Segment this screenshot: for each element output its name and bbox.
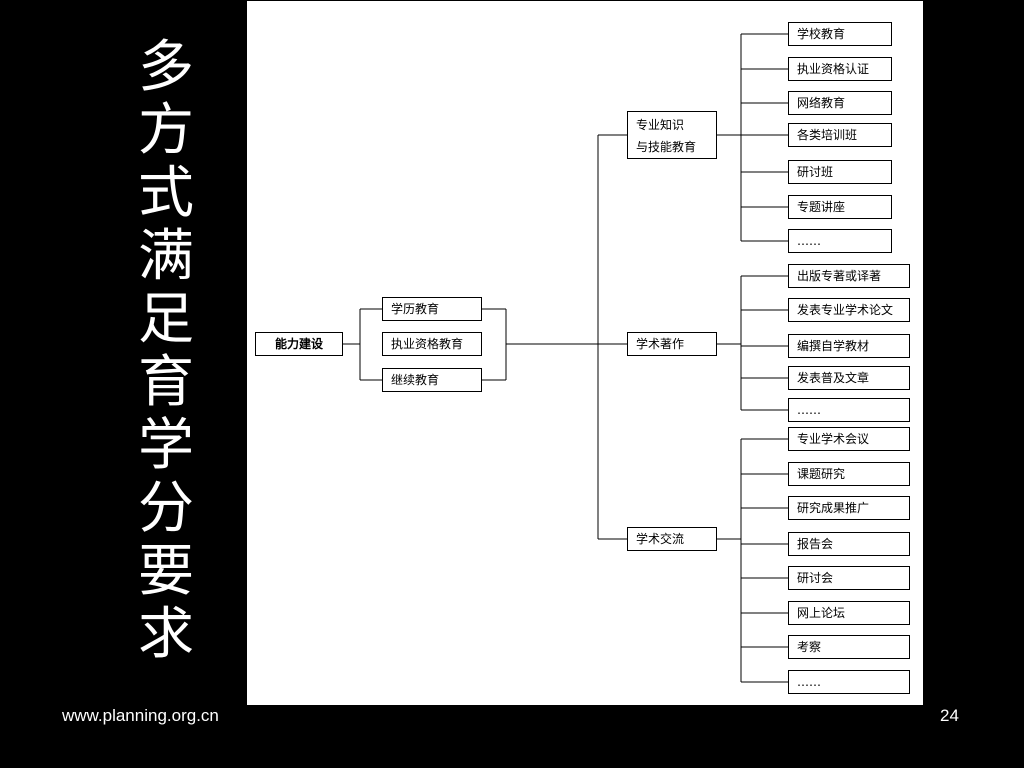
leaf-node: 报告会 <box>788 532 910 556</box>
root-node: 能力建设 <box>255 332 343 356</box>
leaf-node: …… <box>788 398 910 422</box>
leaf-node: 研究成果推广 <box>788 496 910 520</box>
node-line: 专业知识 <box>636 118 685 132</box>
leaf-node: 专题讲座 <box>788 195 892 219</box>
slide-title: 多 方 式 满 足 育 学 分 要 求 <box>118 36 214 666</box>
level2-node-knowledge: 专业知识 与技能教育 <box>627 111 717 159</box>
leaf-node: 发表专业学术论文 <box>788 298 910 322</box>
leaf-node: 学校教育 <box>788 22 892 46</box>
node-line: 与技能教育 <box>636 140 697 154</box>
leaf-node: 课题研究 <box>788 462 910 486</box>
title-char: 求 <box>138 602 194 667</box>
title-char: 多 <box>138 35 194 100</box>
leaf-node: 编撰自学教材 <box>788 334 910 358</box>
level1-node: 继续教育 <box>382 368 482 392</box>
level2-node-exchange: 学术交流 <box>627 527 717 551</box>
leaf-node: 网络教育 <box>788 91 892 115</box>
leaf-node: 研讨班 <box>788 160 892 184</box>
level2-node-works: 学术著作 <box>627 332 717 356</box>
leaf-node: 研讨会 <box>788 566 910 590</box>
title-char: 方 <box>138 98 194 163</box>
title-char: 足 <box>138 287 194 352</box>
title-char: 要 <box>138 539 194 604</box>
level1-node: 执业资格教育 <box>382 332 482 356</box>
leaf-node: 出版专著或译著 <box>788 264 910 288</box>
leaf-node: …… <box>788 229 892 253</box>
title-char: 学 <box>138 413 194 478</box>
footer-url: www.planning.org.cn <box>62 706 219 725</box>
leaf-node: 网上论坛 <box>788 601 910 625</box>
connector-lines <box>343 33 788 683</box>
leaf-node: 考察 <box>788 635 910 659</box>
page-number: 24 <box>940 706 959 725</box>
title-char: 育 <box>138 350 194 415</box>
leaf-node: 专业学术会议 <box>788 427 910 451</box>
diagram-canvas: 能力建设 学历教育 执业资格教育 继续教育 专业知识 与技能教育 学术著作 学术… <box>247 1 923 705</box>
leaf-node: 各类培训班 <box>788 123 892 147</box>
title-char: 满 <box>138 224 194 289</box>
title-char: 式 <box>138 161 194 226</box>
title-char: 分 <box>138 476 194 541</box>
level1-node: 学历教育 <box>382 297 482 321</box>
leaf-node: 发表普及文章 <box>788 366 910 390</box>
leaf-node: …… <box>788 670 910 694</box>
leaf-node: 执业资格认证 <box>788 57 892 81</box>
